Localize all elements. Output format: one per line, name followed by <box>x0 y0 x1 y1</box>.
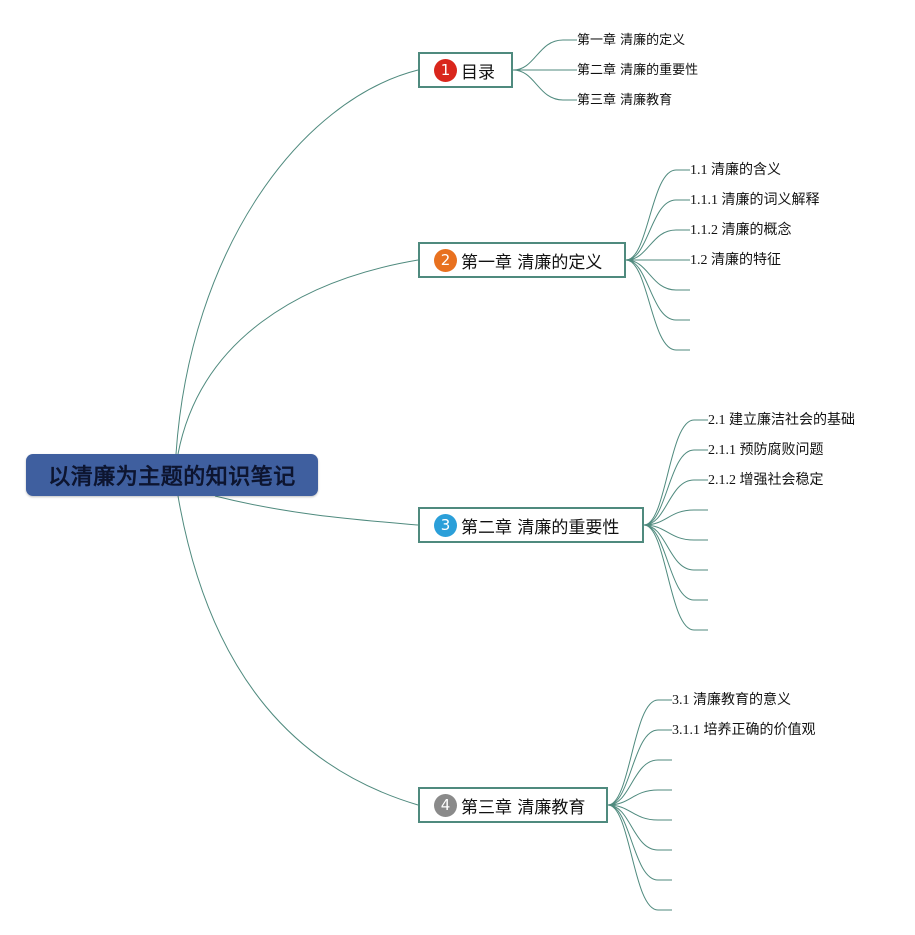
leaf-item[interactable]: 第三章 清廉教育 <box>577 93 673 108</box>
leaf-connector <box>625 259 690 351</box>
leaf-item[interactable]: 3.1.1 培养正确的价值观 <box>672 723 816 738</box>
leaf-item[interactable]: 1.2 清廉的特征 <box>690 253 781 268</box>
leaf-connector <box>607 789 672 806</box>
leaf-item[interactable]: 第一章 清廉的定义 <box>577 33 686 48</box>
root-connector <box>177 259 419 455</box>
leaf-connector <box>607 759 672 806</box>
branch-label: 目录 <box>461 62 495 83</box>
leaf-item[interactable]: 3.1 清廉教育的意义 <box>672 693 791 708</box>
leaf-connector <box>607 729 672 806</box>
branch-node-chapter-1[interactable]: 2 第一章 清廉的定义 <box>418 242 626 278</box>
leaf-connector <box>643 524 708 631</box>
branch-label: 第一章 清廉的定义 <box>461 252 603 273</box>
root-connector <box>177 495 419 806</box>
number-badge-4: 4 <box>434 793 457 817</box>
leaf-item[interactable]: 1.1 清廉的含义 <box>690 163 781 178</box>
leaf-item[interactable]: 1.1.2 清廉的概念 <box>690 223 792 238</box>
leaf-connector <box>607 804 672 821</box>
leaf-connector <box>607 804 672 851</box>
leaf-connector <box>643 524 708 571</box>
leaf-connector <box>512 69 577 101</box>
leaf-item[interactable]: 1.1.1 清廉的词义解释 <box>690 193 820 208</box>
leaf-connector <box>607 804 672 881</box>
root-connector <box>214 495 419 526</box>
leaf-connector <box>607 699 672 806</box>
leaf-connector <box>643 524 708 601</box>
leaf-connector <box>643 509 708 526</box>
number-badge-2: 2 <box>434 248 457 272</box>
leaf-connector <box>607 804 672 911</box>
branch-label: 第二章 清廉的重要性 <box>461 517 620 538</box>
branch-label: 第三章 清廉教育 <box>461 797 586 818</box>
root-node[interactable]: 以清廉为主题的知识笔记 <box>26 454 318 496</box>
leaf-connector <box>643 449 708 526</box>
leaf-item[interactable]: 2.1.1 预防腐败问题 <box>708 443 824 458</box>
leaf-connector <box>625 199 690 261</box>
number-badge-1: 1 <box>434 58 457 82</box>
branch-node-contents[interactable]: 1 目录 <box>418 52 513 88</box>
branch-node-chapter-3[interactable]: 4 第三章 清廉教育 <box>418 787 608 823</box>
root-connector <box>175 69 419 455</box>
leaf-connector <box>643 479 708 526</box>
leaf-connector <box>625 259 690 321</box>
leaf-connector <box>512 39 577 71</box>
root-label: 以清廉为主题的知识笔记 <box>48 465 296 490</box>
leaf-connector <box>625 169 690 261</box>
leaf-connector <box>643 524 708 541</box>
branch-node-chapter-2[interactable]: 3 第二章 清廉的重要性 <box>418 507 644 543</box>
leaf-connector <box>643 419 708 526</box>
leaf-connector <box>625 259 690 291</box>
leaf-item[interactable]: 第二章 清廉的重要性 <box>577 63 699 78</box>
leaf-item[interactable]: 2.1.2 增强社会稳定 <box>708 473 824 488</box>
leaf-connector <box>625 229 690 261</box>
number-badge-3: 3 <box>434 513 457 537</box>
leaf-item[interactable]: 2.1 建立廉洁社会的基础 <box>708 413 855 428</box>
